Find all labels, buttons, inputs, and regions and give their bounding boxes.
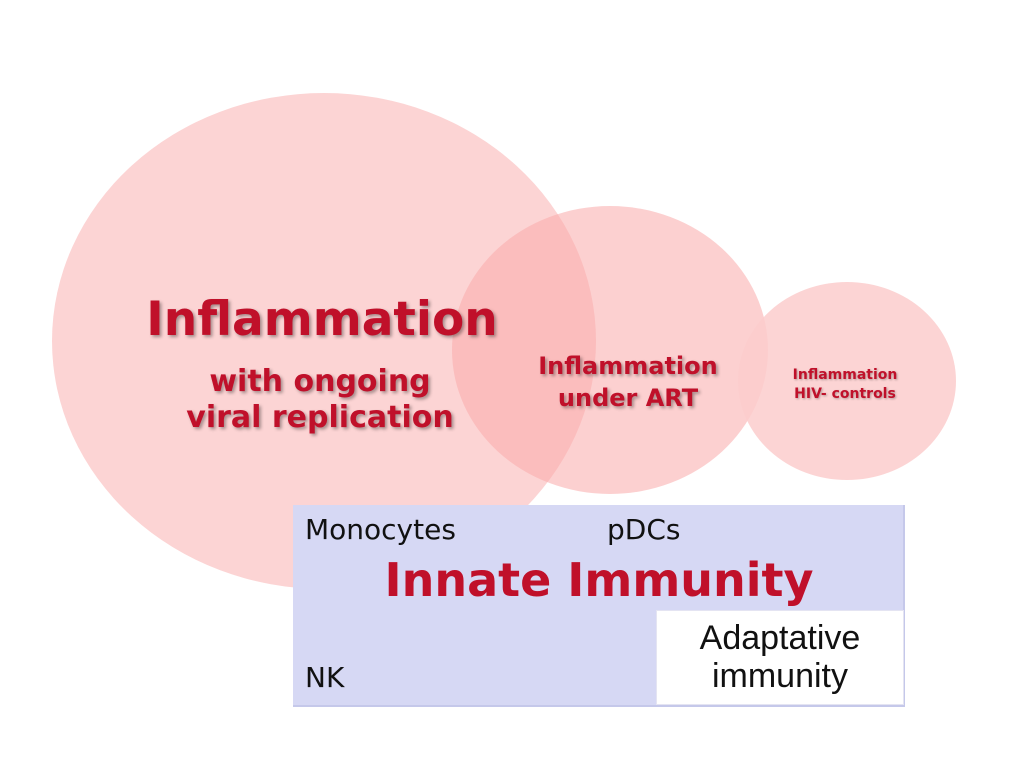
small-circle-label: Inflammation HIV- controls bbox=[770, 366, 920, 404]
large-circle-title: Inflammation bbox=[146, 292, 498, 347]
circle-hiv-negative-controls bbox=[738, 282, 956, 480]
medium-circle-label: Inflammation under ART bbox=[508, 350, 748, 414]
innate-immunity-label: Innate Immunity bbox=[384, 553, 814, 607]
circle-under-art bbox=[452, 206, 768, 494]
adaptive-line1: Adaptative bbox=[699, 619, 861, 657]
monocytes-label: Monocytes bbox=[305, 513, 456, 546]
immunity-box: Monocytes pDCs Innate Immunity NK Adapta… bbox=[293, 505, 905, 707]
medium-circle-line2: under ART bbox=[557, 384, 699, 412]
adaptive-line2: immunity bbox=[711, 657, 849, 695]
large-circle-subtitle: with ongoing viral replication bbox=[140, 364, 500, 436]
medium-circle-line1: Inflammation bbox=[538, 352, 718, 380]
small-circle-line2: HIV- controls bbox=[794, 386, 896, 402]
pdcs-label: pDCs bbox=[607, 513, 681, 546]
nk-label: NK bbox=[305, 661, 345, 694]
adaptive-immunity-box: Adaptative immunity bbox=[656, 610, 904, 705]
large-circle-subtitle-line2: viral replication bbox=[186, 400, 454, 435]
small-circle-line1: Inflammation bbox=[792, 367, 898, 383]
large-circle-subtitle-line1: with ongoing bbox=[209, 364, 431, 399]
